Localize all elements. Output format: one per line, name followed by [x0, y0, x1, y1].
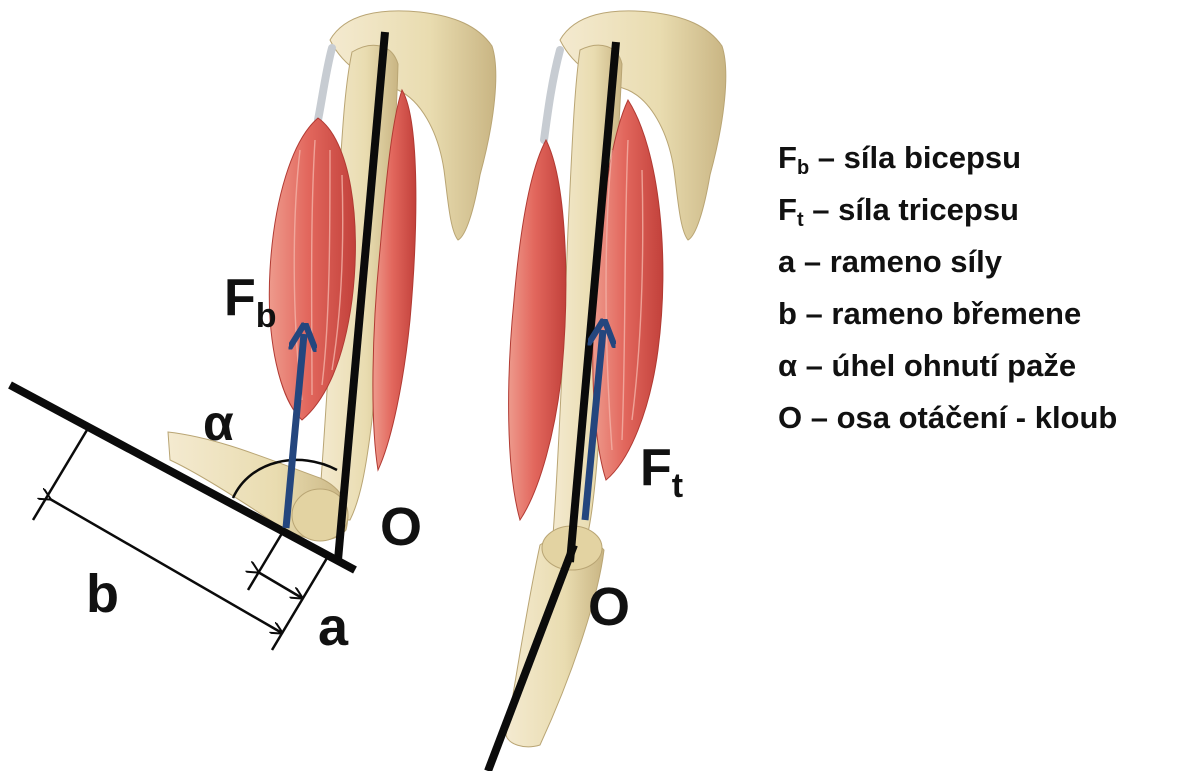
- fb-label: Fb: [224, 269, 277, 335]
- a-extension-line: [248, 530, 284, 590]
- legend-item-a: a – rameno síly: [778, 236, 1117, 288]
- ft-label: Ft: [640, 439, 683, 505]
- o-right-label: O: [588, 577, 630, 637]
- legend-item-alpha: α – úhel ohnutí paže: [778, 340, 1117, 392]
- a-label: a: [318, 597, 349, 657]
- left-biceps-tendon: [318, 48, 332, 120]
- bent-arm-anatomy-icon: [168, 11, 496, 541]
- legend-item-fb: Fb – síla bicepsu: [778, 132, 1117, 184]
- right-biceps-tendon: [544, 50, 560, 140]
- legend: Fb – síla bicepsu Ft – síla tricepsu a –…: [778, 132, 1117, 444]
- legend-item-ft: Ft – síla tricepsu: [778, 184, 1117, 236]
- legend-item-o: O – osa otáčení - kloub: [778, 392, 1117, 444]
- b-label: b: [86, 564, 119, 624]
- right-forearm: [506, 535, 604, 747]
- a-dimension-line: [258, 572, 302, 598]
- alpha-label: α: [203, 395, 234, 451]
- o-left-label: O: [380, 497, 422, 557]
- legend-item-b: b – rameno břemene: [778, 288, 1117, 340]
- b-dimension-line: [50, 499, 282, 633]
